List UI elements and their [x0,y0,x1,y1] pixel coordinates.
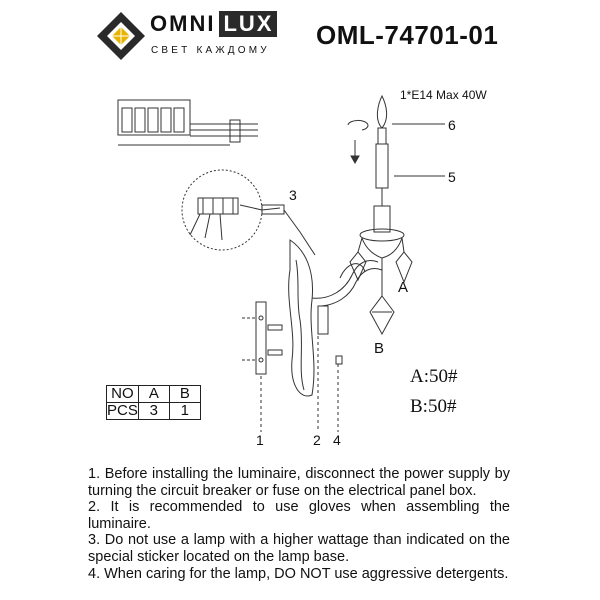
wall-plate [242,301,283,375]
part-size-a: A:50# [410,366,458,387]
wiring-terminal-diagram [117,99,258,146]
lamp-arm [311,260,383,307]
brand-tagline: СВЕТ КАЖДОМУ [151,45,270,56]
brand-name-lux: LUX [219,11,278,37]
table-row: NO A B [106,385,201,403]
table-cell: B [168,385,201,403]
callout-6: 6 [448,117,456,133]
crystal-b [369,258,395,336]
table-cell: NO [106,385,139,403]
part-size-b: B:50# [410,396,457,417]
callout-3: 3 [289,187,297,203]
bulb-spec: 1*E14 Max 40W [400,88,487,102]
assembly-diagram [117,94,445,432]
table-cell: PCS [106,402,139,420]
instruction-item: 2. It is recommended to use gloves when … [88,499,510,532]
backplate [288,239,343,397]
callout-2: 2 [313,432,321,448]
model-number: OML-74701-01 [316,20,499,50]
table-cell: 3 [137,402,170,420]
table-cell: 1 [168,402,201,420]
parts-count-table: NO A B PCS 3 1 [106,385,201,420]
table-cell: A [137,385,170,403]
instruction-item: 4. When caring for the lamp, DO NOT use … [88,565,509,582]
table-row: PCS 3 1 [106,402,201,420]
instruction-item: 1. Before installing the luminaire, disc… [88,466,510,499]
callout-4: 4 [333,432,341,448]
candle-holder [359,94,405,259]
crystal-a [349,237,413,284]
instructions: 1. Before installing the luminaire, disc… [88,466,510,582]
part-letter-b: B [374,340,385,357]
callout-1: 1 [256,432,264,448]
instruction-item: 3. Do not use a lamp with a higher watta… [88,532,510,565]
brand-name-omni: OMNI [150,11,216,36]
callout-5: 5 [448,169,456,185]
connector-detail [181,169,316,256]
rotate-arrow [347,119,369,131]
part-letter-a: A [398,279,409,296]
omnilux-logo-icon [97,12,145,60]
